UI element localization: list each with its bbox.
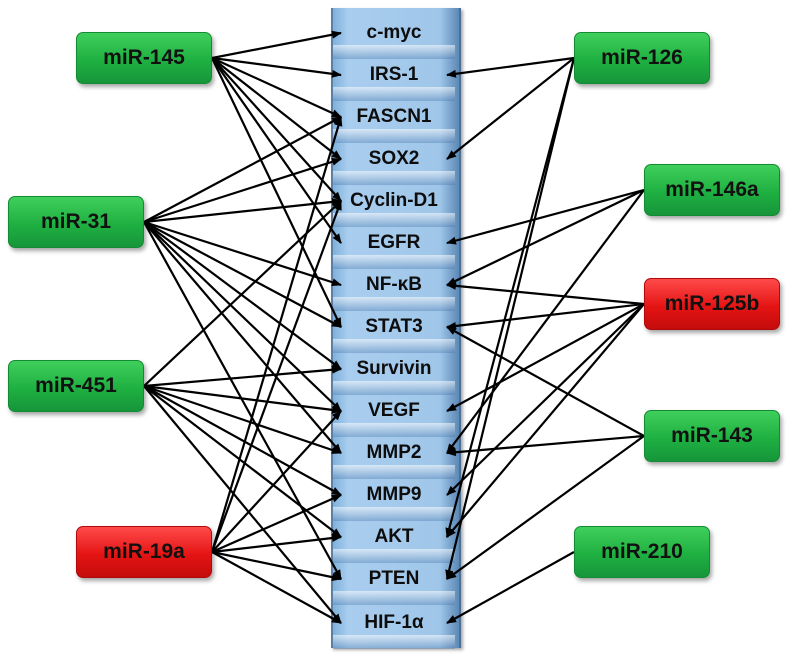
arrow-miR-31-to-STAT3 — [143, 221, 342, 328]
arrow-miR-451-to-VEGF — [143, 384, 342, 414]
gene-label: HIF-1α — [364, 612, 424, 633]
arrow-miR-145-to-EGFR — [211, 57, 342, 244]
arrow-miR-451-to-Cyclin-D1 — [143, 200, 342, 387]
gene-label: SOX2 — [368, 148, 420, 169]
gene-label: PTEN — [368, 568, 420, 589]
gene-label: MMP2 — [366, 442, 422, 463]
mirna-node: miR-19a — [76, 526, 212, 578]
gene-label: Survivin — [356, 358, 432, 379]
arrow-miR-451-to-HIF-1a — [143, 385, 342, 624]
gene-label: EGFR — [367, 232, 421, 253]
column-stripe — [333, 255, 455, 269]
mirna-node: miR-451 — [8, 360, 144, 412]
arrow-miR-19a-to-HIF-1a — [211, 551, 342, 624]
mirna-node: miR-210 — [574, 526, 710, 578]
arrow-miR-126-to-AKT — [445, 57, 576, 538]
arrow-miR-146a-to-NF-kB — [446, 189, 645, 286]
arrow-miR-125b-to-STAT3 — [446, 302, 645, 330]
column-stripe — [333, 381, 455, 395]
gene-label: c-myc — [366, 22, 422, 43]
arrow-miR-146a-to-EGFR — [446, 188, 645, 245]
arrow-miR-31-to-MMP2 — [143, 221, 342, 454]
arrow-miR-125b-to-AKT — [446, 303, 645, 538]
arrow-miR-126-to-SOX2 — [446, 57, 575, 160]
arrow-miR-126-to-PTEN — [445, 57, 576, 580]
arrow-miR-143-to-MMP2 — [446, 434, 645, 457]
arrow-miR-451-to-MMP2 — [143, 384, 342, 455]
arrow-miR-31-to-SOX2 — [143, 157, 342, 224]
column-stripe — [333, 171, 455, 185]
column-stripe — [333, 339, 455, 353]
column-stripe — [333, 45, 455, 59]
arrow-miR-126-to-IRS-1 — [446, 56, 575, 78]
arrow-miR-146a-to-MMP2 — [446, 189, 645, 454]
mirna-node: miR-145 — [76, 32, 212, 84]
column-stripe — [333, 591, 455, 605]
arrow-miR-145-to-FASCN1 — [211, 56, 342, 119]
arrow-miR-19a-to-AKT — [211, 534, 342, 554]
column-stripe — [333, 507, 455, 521]
arrow-miR-31-to-FASCN1 — [143, 116, 342, 223]
arrow-miR-143-to-STAT3 — [446, 326, 645, 437]
column-stripe — [333, 423, 455, 437]
mirna-node: miR-143 — [644, 410, 780, 462]
arrow-miR-19a-to-VEGF — [211, 410, 342, 553]
column-stripe — [333, 635, 455, 649]
gene-label: IRS-1 — [369, 64, 419, 85]
gene-label: VEGF — [368, 400, 420, 421]
gene-label: Cyclin-D1 — [350, 190, 438, 211]
gene-label: MMP9 — [366, 484, 422, 505]
mirna-node: miR-31 — [8, 196, 144, 248]
arrow-miR-145-to-STAT3 — [211, 57, 342, 328]
arrow-miR-145-to-Cyclin-D1 — [211, 57, 342, 202]
arrow-miR-19a-to-Cyclin-D1 — [210, 200, 343, 553]
arrow-miR-31-to-NF-kB — [143, 220, 342, 287]
arrow-miR-19a-to-FASCN1 — [210, 116, 343, 553]
arrow-miR-451-to-AKT — [143, 385, 342, 538]
column-stripe — [333, 87, 455, 101]
gene-label: NF-κB — [366, 274, 422, 295]
arrow-miR-125b-to-NF-kB — [446, 281, 645, 306]
arrow-miR-145-to-IRS-1 — [211, 56, 342, 78]
arrow-miR-145-to-SOX2 — [211, 57, 342, 160]
column-stripe — [333, 297, 455, 311]
column-stripe — [333, 465, 455, 479]
arrow-miR-451-to-MMP9 — [143, 385, 342, 496]
arrow-miR-451-to-Survivin — [143, 365, 342, 388]
mirna-node: miR-146a — [644, 164, 780, 216]
mirna-node: miR-126 — [574, 32, 710, 84]
arrow-miR-125b-to-MMP9 — [446, 303, 645, 496]
column-stripe — [333, 129, 455, 143]
arrow-miR-31-to-Survivin — [143, 221, 342, 370]
column-stripe — [333, 549, 455, 563]
column-stripe — [333, 213, 455, 227]
mirna-node: miR-125b — [644, 278, 780, 330]
gene-label: AKT — [374, 526, 414, 547]
gene-label: STAT3 — [365, 316, 423, 337]
arrow-miR-31-to-Cyclin-D1 — [143, 197, 342, 224]
gene-label: FASCN1 — [356, 106, 432, 127]
arrow-miR-19a-to-MMP9 — [211, 493, 342, 554]
arrow-miR-145-to-c-myc — [211, 30, 342, 60]
arrow-miR-19a-to-PTEN — [211, 550, 342, 582]
arrow-miR-31-to-VEGF — [143, 221, 342, 412]
arrow-miR-210-to-HIF-1a — [446, 551, 575, 624]
arrow-miR-125b-to-VEGF — [446, 303, 645, 412]
